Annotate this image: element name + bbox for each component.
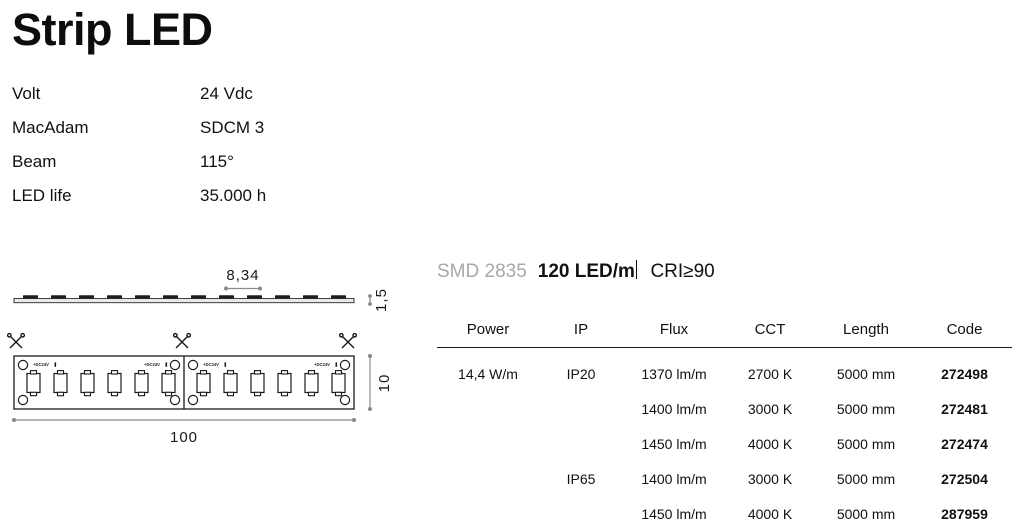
spec-label-macadam: MacAdam (12, 118, 89, 137)
table-row: 14,4 W/m IP20 1370 lm/m 2700 K 5000 mm 2… (437, 348, 1012, 392)
cell-code[interactable]: 287959 (941, 505, 988, 522)
scissors-icon (6, 332, 26, 349)
technical-drawing: 8,34 (0, 252, 420, 452)
spec-row-led-life: LED life 35.000 h (12, 186, 342, 220)
cri-label: CRI≥90 (650, 261, 715, 282)
cell-length: 5000 mm (836, 470, 896, 487)
dimension-label-length: 100 (170, 429, 198, 446)
cell-power (437, 496, 539, 531)
table-row: IP65 1400 lm/m 3000 K 5000 mm 272504 (437, 461, 1012, 496)
product-variants-panel: SMD 2835 120 LED/m CRI≥90 Power IP Flux … (437, 258, 1012, 531)
cell-cct: 3000 K (747, 470, 793, 487)
cell-flux: 1370 lm/m (641, 365, 707, 382)
spec-label-led-life: LED life (12, 186, 72, 205)
spec-value-macadam: SDCM 3 (200, 118, 265, 137)
column-header-length: Length (815, 321, 917, 348)
strip-top-view-pcb: +DC24V +DC24V +DC24V +DC24V (13, 355, 355, 410)
page-title: Strip LED (12, 4, 213, 55)
cell-cct: 4000 K (747, 435, 793, 452)
chip-specification-line: SMD 2835 120 LED/m CRI≥90 (437, 258, 1012, 288)
dimension-line-thickness (368, 294, 372, 306)
cell-power (437, 461, 539, 496)
cell-cct: 4000 K (747, 505, 793, 522)
cell-length: 5000 mm (836, 400, 896, 417)
dimension-line-length (12, 418, 356, 422)
cell-power (437, 391, 539, 426)
spec-row-volt: Volt 24 Vdc (12, 84, 342, 118)
cell-flux: 1400 lm/m (641, 470, 707, 487)
column-header-flux: Flux (623, 321, 725, 348)
spec-value-beam: 115° (200, 152, 234, 171)
cell-ip: IP20 (566, 365, 596, 382)
column-header-code: Code (917, 321, 1012, 348)
cell-cct: 2700 K (747, 365, 793, 382)
pcb-polarity-label: +DC24V (33, 362, 49, 367)
table-row: 1450 lm/m 4000 K 5000 mm 287959 (437, 496, 1012, 531)
table-row: 1400 lm/m 3000 K 5000 mm 272481 (437, 391, 1012, 426)
dimension-line-width (368, 354, 372, 411)
cell-length: 5000 mm (836, 505, 896, 522)
cell-code[interactable]: 272498 (941, 365, 988, 382)
dimension-label-width: 10 (376, 374, 393, 393)
cell-code[interactable]: 272481 (941, 400, 988, 417)
cell-code[interactable]: 272504 (941, 470, 988, 487)
column-header-ip: IP (539, 321, 623, 348)
cell-length: 5000 mm (836, 435, 896, 452)
spec-row-beam: Beam 115° (12, 152, 342, 186)
spec-value-led-life: 35.000 h (200, 186, 267, 205)
table-row: 1450 lm/m 4000 K 5000 mm 272474 (437, 426, 1012, 461)
cell-flux: 1450 lm/m (641, 435, 707, 452)
specification-list: Volt 24 Vdc MacAdam SDCM 3 Beam 115° LED… (12, 84, 342, 220)
dimension-label-pitch: 8,34 (226, 267, 259, 284)
spec-value-volt: 24 Vdc (200, 84, 253, 103)
spec-label-volt: Volt (12, 84, 41, 103)
scissors-icon (338, 332, 358, 349)
cell-flux: 1450 lm/m (641, 505, 707, 522)
cell-flux: 1400 lm/m (641, 400, 707, 417)
spec-label-beam: Beam (12, 152, 57, 171)
pcb-polarity-label: +DC24V (144, 362, 160, 367)
table-header-row: Power IP Flux CCT Length Code (437, 321, 1012, 348)
pcb-polarity-label: +DC24V (203, 362, 219, 367)
strip-side-view (13, 295, 355, 304)
cell-length: 5000 mm (836, 365, 896, 382)
cell-ip: IP65 (566, 470, 596, 487)
pcb-polarity-label: +DC24V (314, 362, 330, 367)
led-density-label: 120 LED/m (537, 261, 635, 282)
dimension-label-thickness: 1,5 (373, 288, 390, 312)
spec-row-macadam: MacAdam SDCM 3 (12, 118, 342, 152)
scissors-icon (172, 332, 192, 349)
cell-power: 14,4 W/m (458, 365, 518, 382)
column-header-cct: CCT (725, 321, 815, 348)
cell-cct: 3000 K (747, 400, 793, 417)
cell-ip (539, 426, 623, 461)
separator-bar (635, 260, 638, 279)
column-header-power: Power (437, 321, 539, 348)
cell-code[interactable]: 272474 (941, 435, 988, 452)
cell-ip (539, 496, 623, 531)
smd-type-label: SMD 2835 (437, 261, 527, 282)
cell-power (437, 426, 539, 461)
cell-ip (539, 391, 623, 426)
variants-table: Power IP Flux CCT Length Code 14,4 W/m I… (437, 321, 1012, 531)
dimension-line-pitch (224, 286, 262, 291)
